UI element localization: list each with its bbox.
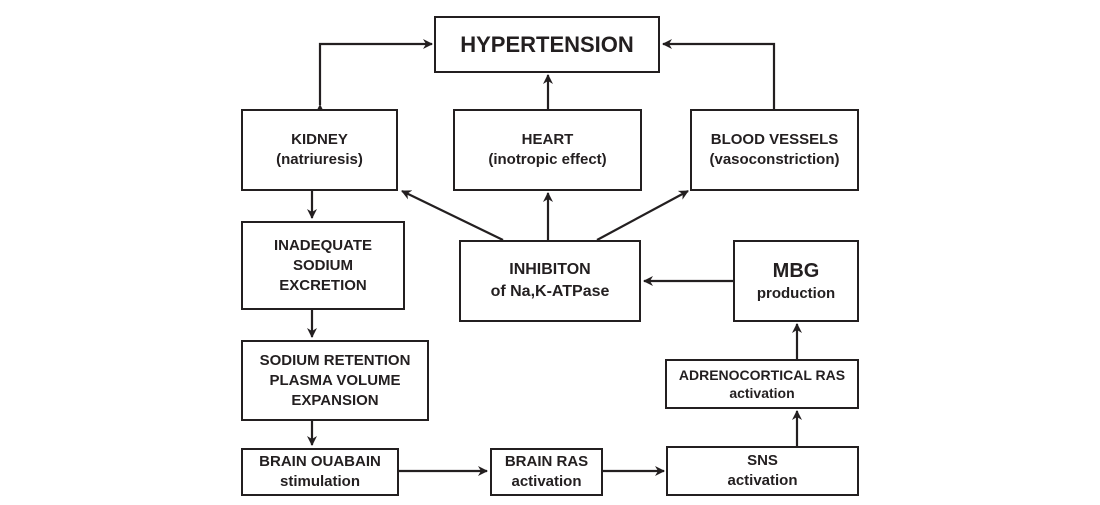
- inadequate-sodium-box: INADEQUATE SODIUM EXCRETION: [241, 221, 405, 310]
- brain-ras-subtitle: activation: [511, 473, 582, 490]
- arrow-kidney-hypertension: [315, 39, 433, 114]
- mbg-title: MBG: [772, 260, 820, 282]
- hypertension-title: HYPERTENSION: [460, 31, 634, 57]
- inadequate-line-2: SODIUM: [293, 256, 353, 274]
- kidney-title: KIDNEY: [291, 131, 348, 148]
- blood-vessels-box: BLOOD VESSELS (vasoconstriction): [690, 109, 859, 191]
- kidney-box: KIDNEY (natriuresis): [241, 109, 398, 191]
- brain-ras-title: BRAIN RAS: [504, 453, 589, 470]
- heart-title: HEART: [521, 131, 574, 148]
- heart-subtitle: (inotropic effect): [488, 151, 607, 168]
- retention-line-2: PLASMA VOLUME: [269, 371, 401, 389]
- arrow-inhibition-bloodvessels: [596, 190, 689, 241]
- inadequate-line-3: EXCRETION: [279, 276, 367, 294]
- inhibition-subtitle: of Na,K-ATPase: [490, 283, 610, 300]
- brain-ouabain-title: BRAIN OUABAIN: [259, 453, 381, 470]
- sodium-retention-box: SODIUM RETENTION PLASMA VOLUME EXPANSION: [241, 340, 429, 421]
- adrenocortical-box: ADRENOCORTICAL RAS activation: [665, 359, 859, 409]
- brain-ouabain-box: BRAIN OUABAIN stimulation: [241, 448, 399, 496]
- retention-line-3: EXPANSION: [291, 391, 379, 409]
- mbg-box: MBG production: [733, 240, 859, 322]
- heart-box: HEART (inotropic effect): [453, 109, 642, 191]
- adrenocortical-title: ADRENOCORTICAL RAS: [678, 367, 846, 383]
- brain-ouabain-subtitle: stimulation: [279, 473, 360, 490]
- hypertension-box: HYPERTENSION: [434, 16, 660, 73]
- blood-vessels-subtitle: (vasoconstriction): [709, 151, 840, 168]
- blood-vessels-title: BLOOD VESSELS: [710, 131, 839, 148]
- sns-box: SNS activation: [666, 446, 859, 496]
- mbg-subtitle: production: [756, 285, 836, 302]
- arrow-inhibition-kidney: [401, 190, 504, 241]
- kidney-subtitle: (natriuresis): [276, 151, 363, 168]
- brain-ras-box: BRAIN RAS activation: [490, 448, 603, 496]
- sns-subtitle: activation: [727, 472, 798, 489]
- retention-line-1: SODIUM RETENTION: [259, 351, 411, 369]
- arrow-bloodvessels-hypertension: [662, 39, 776, 109]
- inhibition-title: INHIBITON: [509, 261, 591, 278]
- inadequate-line-1: INADEQUATE: [273, 236, 373, 254]
- inhibition-box: INHIBITON of Na,K-ATPase: [459, 240, 641, 322]
- sns-title: SNS: [747, 452, 778, 469]
- adrenocortical-subtitle: activation: [729, 385, 795, 401]
